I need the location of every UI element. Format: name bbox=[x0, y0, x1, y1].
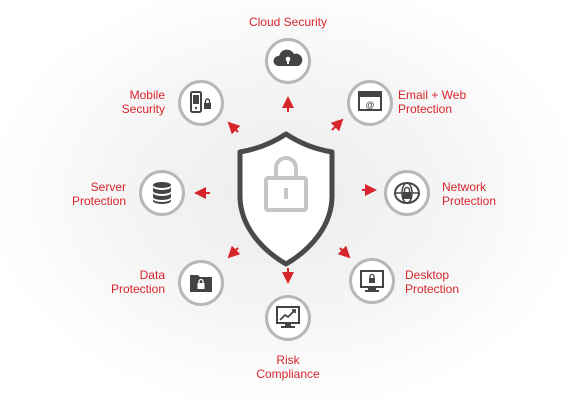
browser-email-icon: @ bbox=[358, 91, 382, 111]
arrow-desktop bbox=[337, 245, 351, 259]
label-network-protection: Network Protection bbox=[442, 180, 496, 208]
label-line: Mobile bbox=[129, 88, 165, 102]
label-data-protection: Data Protection bbox=[85, 268, 165, 296]
node-mobile-security bbox=[178, 80, 224, 126]
label-line: Cloud Security bbox=[248, 15, 328, 29]
label-line: Desktop bbox=[405, 268, 450, 282]
arrow-data bbox=[227, 245, 241, 259]
label-line: Email + Web bbox=[398, 88, 467, 102]
label-line: Security bbox=[121, 102, 165, 116]
monitor-lock-icon bbox=[360, 270, 384, 292]
node-email-web-protection: @ bbox=[347, 80, 393, 126]
label-line: Server bbox=[90, 180, 126, 194]
label-email-web-protection: Email + Web Protection bbox=[398, 88, 466, 116]
label-line: Data bbox=[139, 268, 165, 282]
cloud-lock-icon bbox=[273, 49, 303, 66]
label-line: Protection bbox=[405, 282, 460, 296]
label-risk-compliance: Risk Compliance bbox=[238, 353, 338, 381]
node-desktop-protection bbox=[349, 258, 395, 304]
label-desktop-protection: Desktop Protection bbox=[405, 268, 459, 296]
label-line: Protection bbox=[110, 282, 165, 296]
label-line: Protection bbox=[398, 102, 453, 116]
globe-lock-icon bbox=[394, 182, 420, 204]
label-line: Risk bbox=[276, 353, 300, 367]
label-line: Network bbox=[442, 180, 487, 194]
label-mobile-security: Mobile Security bbox=[85, 88, 165, 116]
folder-lock-icon bbox=[190, 275, 212, 292]
label-server-protection: Server Protection bbox=[46, 180, 126, 208]
svg-text:@: @ bbox=[365, 100, 374, 110]
node-data-protection bbox=[178, 260, 224, 306]
node-network-protection bbox=[384, 170, 430, 216]
database-icon bbox=[153, 182, 171, 204]
label-cloud-security: Cloud Security bbox=[228, 15, 348, 29]
phone-lock-icon bbox=[190, 91, 211, 113]
label-line: Compliance bbox=[256, 367, 320, 381]
node-cloud-security bbox=[265, 38, 311, 84]
arrow-mobile bbox=[227, 121, 241, 135]
arrow-email bbox=[330, 118, 344, 132]
node-risk-compliance bbox=[265, 295, 311, 341]
label-line: Protection bbox=[71, 194, 126, 208]
chart-monitor-icon bbox=[276, 306, 300, 328]
label-line: Protection bbox=[442, 194, 497, 208]
node-server-protection bbox=[139, 170, 185, 216]
